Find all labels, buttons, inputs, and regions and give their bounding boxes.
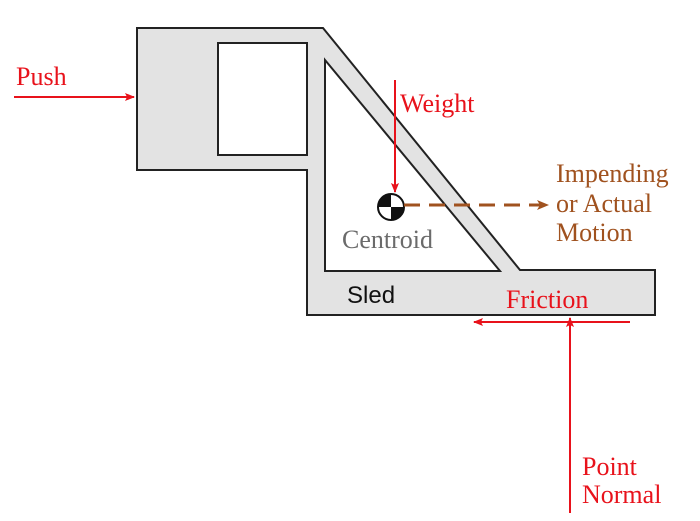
motion-label-line2: or Actual	[556, 189, 652, 218]
weight-label: Weight	[400, 89, 475, 118]
friction-label: Friction	[506, 285, 588, 314]
normal-label-line1: Point	[582, 452, 638, 481]
normal-label-line2: Normal	[582, 480, 661, 509]
sled-label: Sled	[347, 282, 395, 309]
centroid-symbol	[377, 193, 405, 221]
push-label: Push	[16, 62, 67, 91]
centroid-label: Centroid	[342, 225, 433, 254]
motion-label-line1: Impending	[556, 159, 669, 188]
motion-label-line3: Motion	[556, 218, 633, 247]
sled-body	[136, 27, 656, 316]
